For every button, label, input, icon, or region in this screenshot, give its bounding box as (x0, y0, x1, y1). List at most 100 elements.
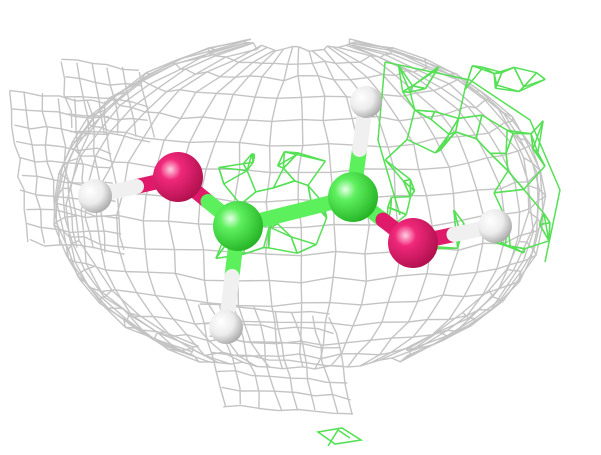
mesh-line (69, 132, 532, 174)
mesh-line (405, 196, 412, 215)
mesh-line (277, 151, 285, 167)
mesh-line (272, 167, 285, 189)
mesh-line (495, 87, 520, 93)
mesh-line (505, 132, 514, 154)
mesh-line (61, 58, 139, 71)
mesh-line (68, 113, 148, 121)
mesh-line (56, 43, 249, 356)
mesh-line (103, 101, 125, 251)
mesh-line (76, 62, 90, 134)
mesh-line (9, 89, 105, 104)
hydrogen-atom-right-oh (478, 209, 512, 243)
mesh-line (430, 111, 436, 120)
mesh-line (481, 114, 508, 131)
mesh-line (453, 209, 465, 225)
mesh-line (11, 108, 109, 119)
mesh-line (506, 129, 532, 135)
mesh-line (60, 61, 73, 128)
mesh-line (353, 44, 539, 359)
mesh-line (307, 185, 312, 201)
mesh-line (507, 170, 525, 190)
hydrogen-atom-bottom (209, 310, 243, 344)
mesh-line (464, 65, 474, 90)
mesh-line (106, 67, 119, 134)
mesh-line (434, 110, 459, 120)
mesh-line (523, 72, 538, 88)
mesh-line (109, 89, 491, 123)
mesh-line (414, 109, 435, 113)
mesh-line (493, 73, 498, 86)
mesh-line (284, 151, 299, 154)
mesh-line (384, 138, 408, 161)
mesh-line (267, 227, 272, 248)
mesh-line (505, 130, 508, 154)
mesh-line (403, 180, 415, 192)
mesh-line (489, 152, 509, 172)
mesh-line (167, 49, 275, 363)
mesh-line (123, 311, 476, 346)
mesh-line (65, 240, 537, 284)
mesh-line (537, 120, 544, 153)
mesh-line (536, 72, 546, 80)
mesh-line (223, 183, 241, 205)
mesh-line (246, 170, 257, 193)
mesh-line (337, 46, 485, 361)
mesh-line (389, 197, 393, 209)
mesh-line (223, 404, 353, 415)
mesh-line (242, 163, 248, 171)
mesh-line (54, 184, 547, 229)
mesh-line (62, 39, 246, 348)
mesh-line (116, 44, 262, 364)
mesh-line (243, 161, 254, 165)
mesh-line (65, 76, 142, 87)
mesh-line (189, 345, 412, 370)
mesh-line (290, 236, 298, 254)
mesh-line (218, 162, 244, 169)
mesh-line (65, 96, 149, 108)
mesh-line (255, 187, 274, 193)
mesh-line (26, 208, 120, 220)
mesh-line (518, 78, 546, 93)
mesh-line (276, 223, 292, 238)
mesh-line (26, 222, 122, 235)
mesh-line (472, 65, 495, 75)
mesh-line (207, 47, 395, 65)
mesh-line (8, 90, 29, 243)
mesh-line (246, 153, 253, 171)
mesh-line (464, 66, 484, 91)
mesh-line (409, 92, 416, 111)
mesh-fragment-line (315, 427, 364, 447)
mesh-line (440, 133, 450, 151)
mesh-line (348, 43, 521, 363)
mesh-line (29, 238, 125, 255)
mesh-line (53, 211, 544, 257)
mesh-line (475, 114, 483, 139)
mesh-line (296, 243, 317, 254)
mesh-line (262, 228, 270, 248)
mesh-line (532, 120, 544, 150)
mesh-line (197, 304, 227, 408)
mesh-line (351, 42, 547, 351)
mesh-line (282, 152, 299, 169)
mesh-line (221, 386, 351, 401)
mesh-line (70, 130, 151, 143)
mesh-line (524, 240, 550, 250)
mesh-line (377, 61, 401, 216)
mesh-line (414, 109, 432, 121)
mesh-line (496, 72, 503, 86)
mesh-line (539, 224, 550, 242)
mesh-line (402, 85, 413, 93)
mesh-line (138, 71, 156, 138)
mesh-line (294, 180, 309, 187)
mesh-line (440, 131, 457, 151)
mesh-line (523, 165, 546, 190)
oxygen-atom-right (388, 218, 438, 268)
mesh-line (137, 72, 461, 100)
carbon-atom-right (328, 172, 378, 222)
mesh-line (15, 140, 112, 155)
mesh-line (397, 65, 411, 93)
mesh-line (243, 38, 357, 52)
mesh-line (277, 153, 298, 167)
